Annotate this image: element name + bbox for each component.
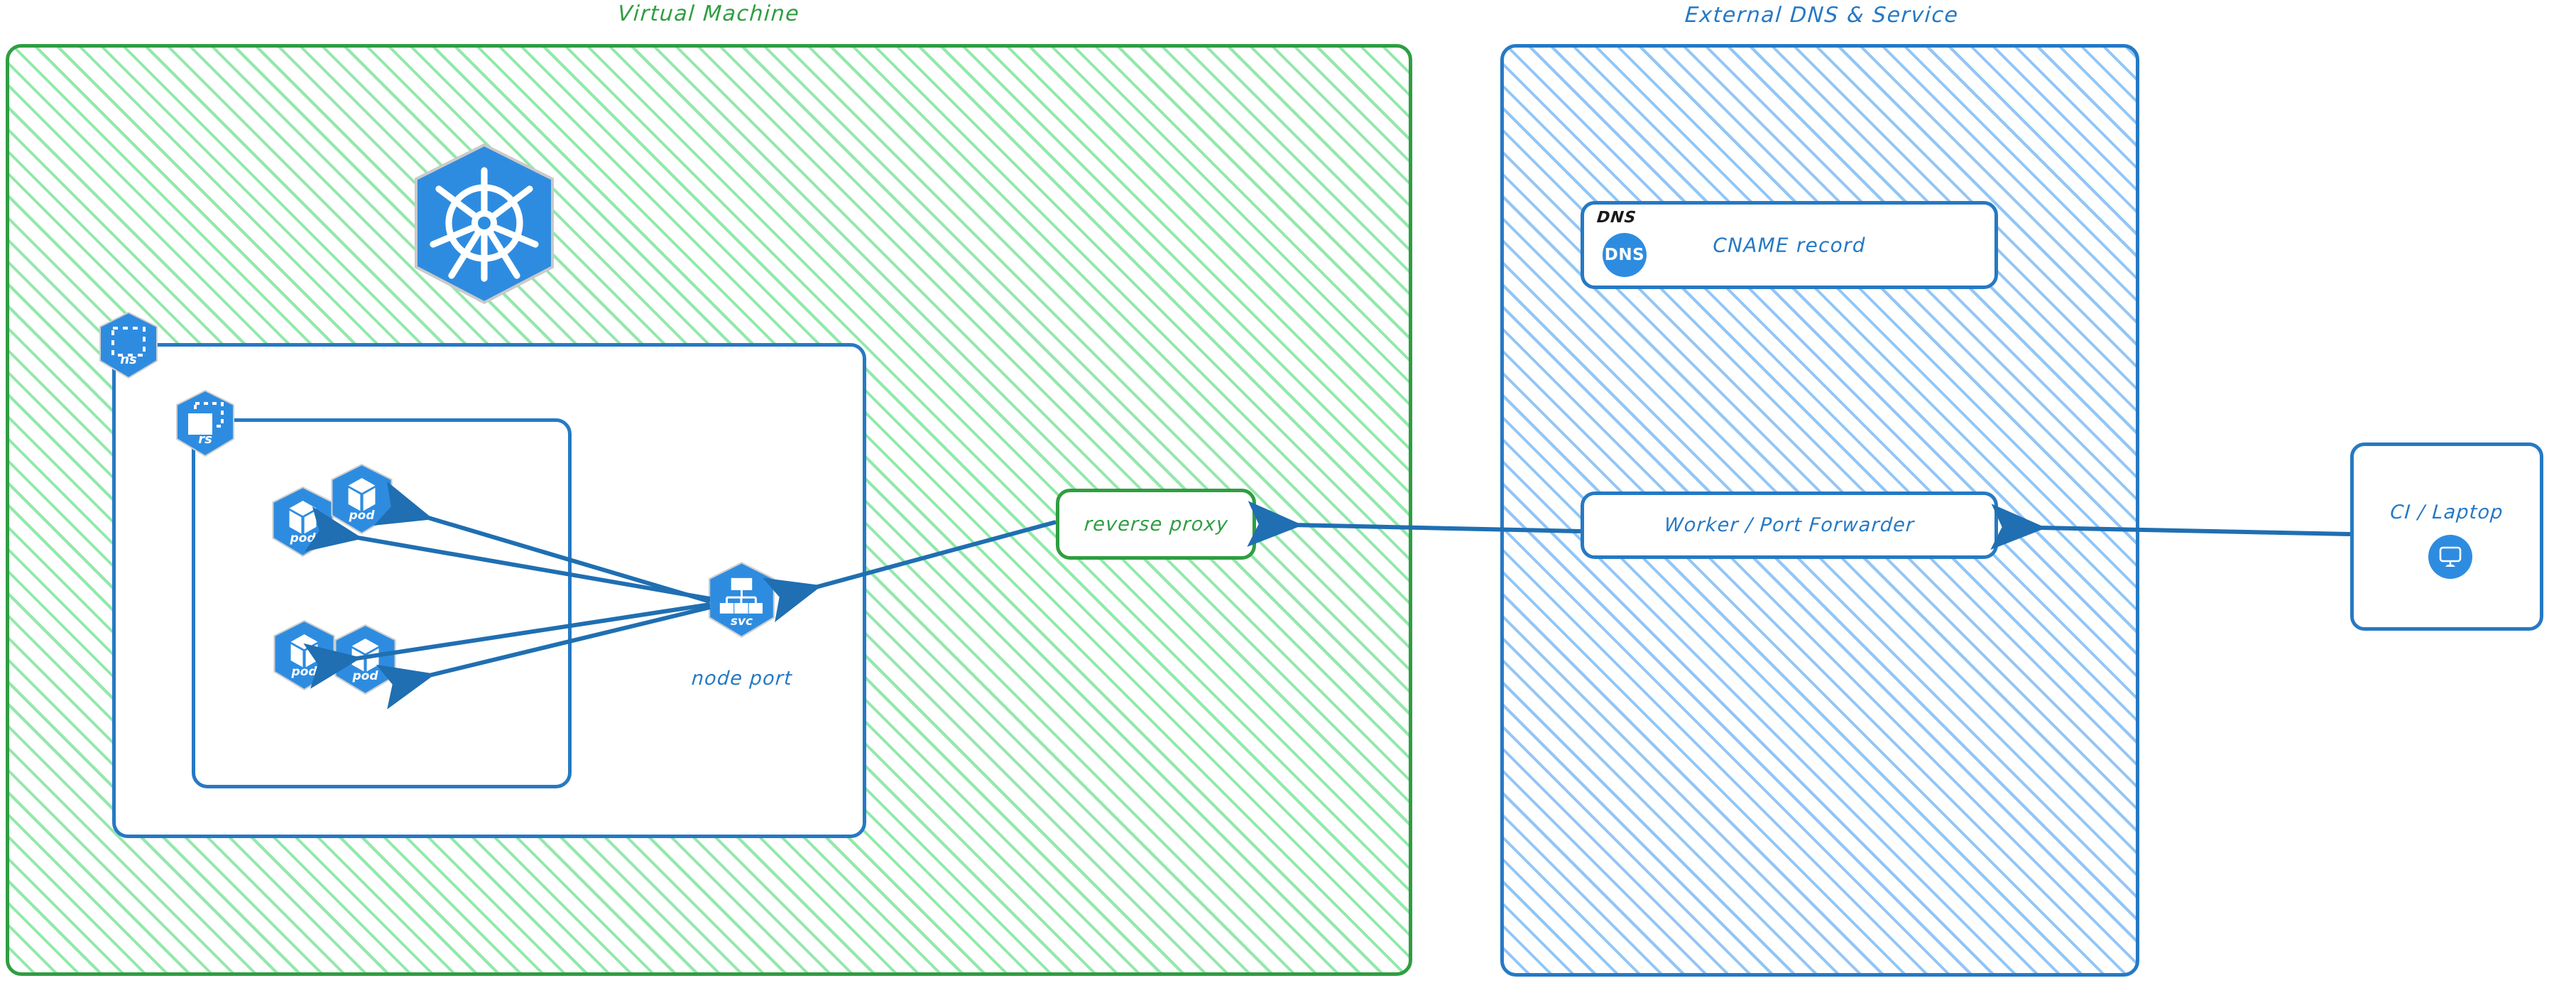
reverse-proxy-node[interactable]: reverse proxy <box>1056 489 1256 560</box>
service-icon[interactable]: svc <box>704 561 779 639</box>
monitor-icon <box>2428 535 2472 579</box>
group-title-virtual-machine: Virtual Machine <box>616 1 801 26</box>
cname-record-label: CNAME record <box>1713 233 1866 257</box>
node-port-caption: node port <box>690 668 794 690</box>
worker-port-forwarder-node[interactable]: Worker / Port Forwarder <box>1581 492 1998 559</box>
pod-icon-4[interactable]: pod <box>331 624 400 695</box>
replicaset-icon[interactable]: rs <box>173 389 238 457</box>
namespace-icon[interactable]: ns <box>96 311 161 379</box>
worker-port-forwarder-label: Worker / Port Forwarder <box>1663 514 1916 536</box>
ci-laptop-label: CI / Laptop <box>2389 501 2504 523</box>
group-title-external-dns-service: External DNS & Service <box>1683 3 1960 28</box>
reverse-proxy-label: reverse proxy <box>1083 513 1229 536</box>
pod-icon-3[interactable]: pod <box>270 619 339 691</box>
dns-record-card[interactable]: DNS DNS CNAME record <box>1581 201 1998 289</box>
kubernetes-logo-icon <box>405 142 564 305</box>
ci-laptop-node[interactable]: CI / Laptop <box>2350 442 2543 631</box>
dns-circle-icon: DNS <box>1603 233 1647 277</box>
dns-tag-label: DNS <box>1595 209 1637 227</box>
pod-icon-2[interactable]: pod <box>327 463 396 535</box>
